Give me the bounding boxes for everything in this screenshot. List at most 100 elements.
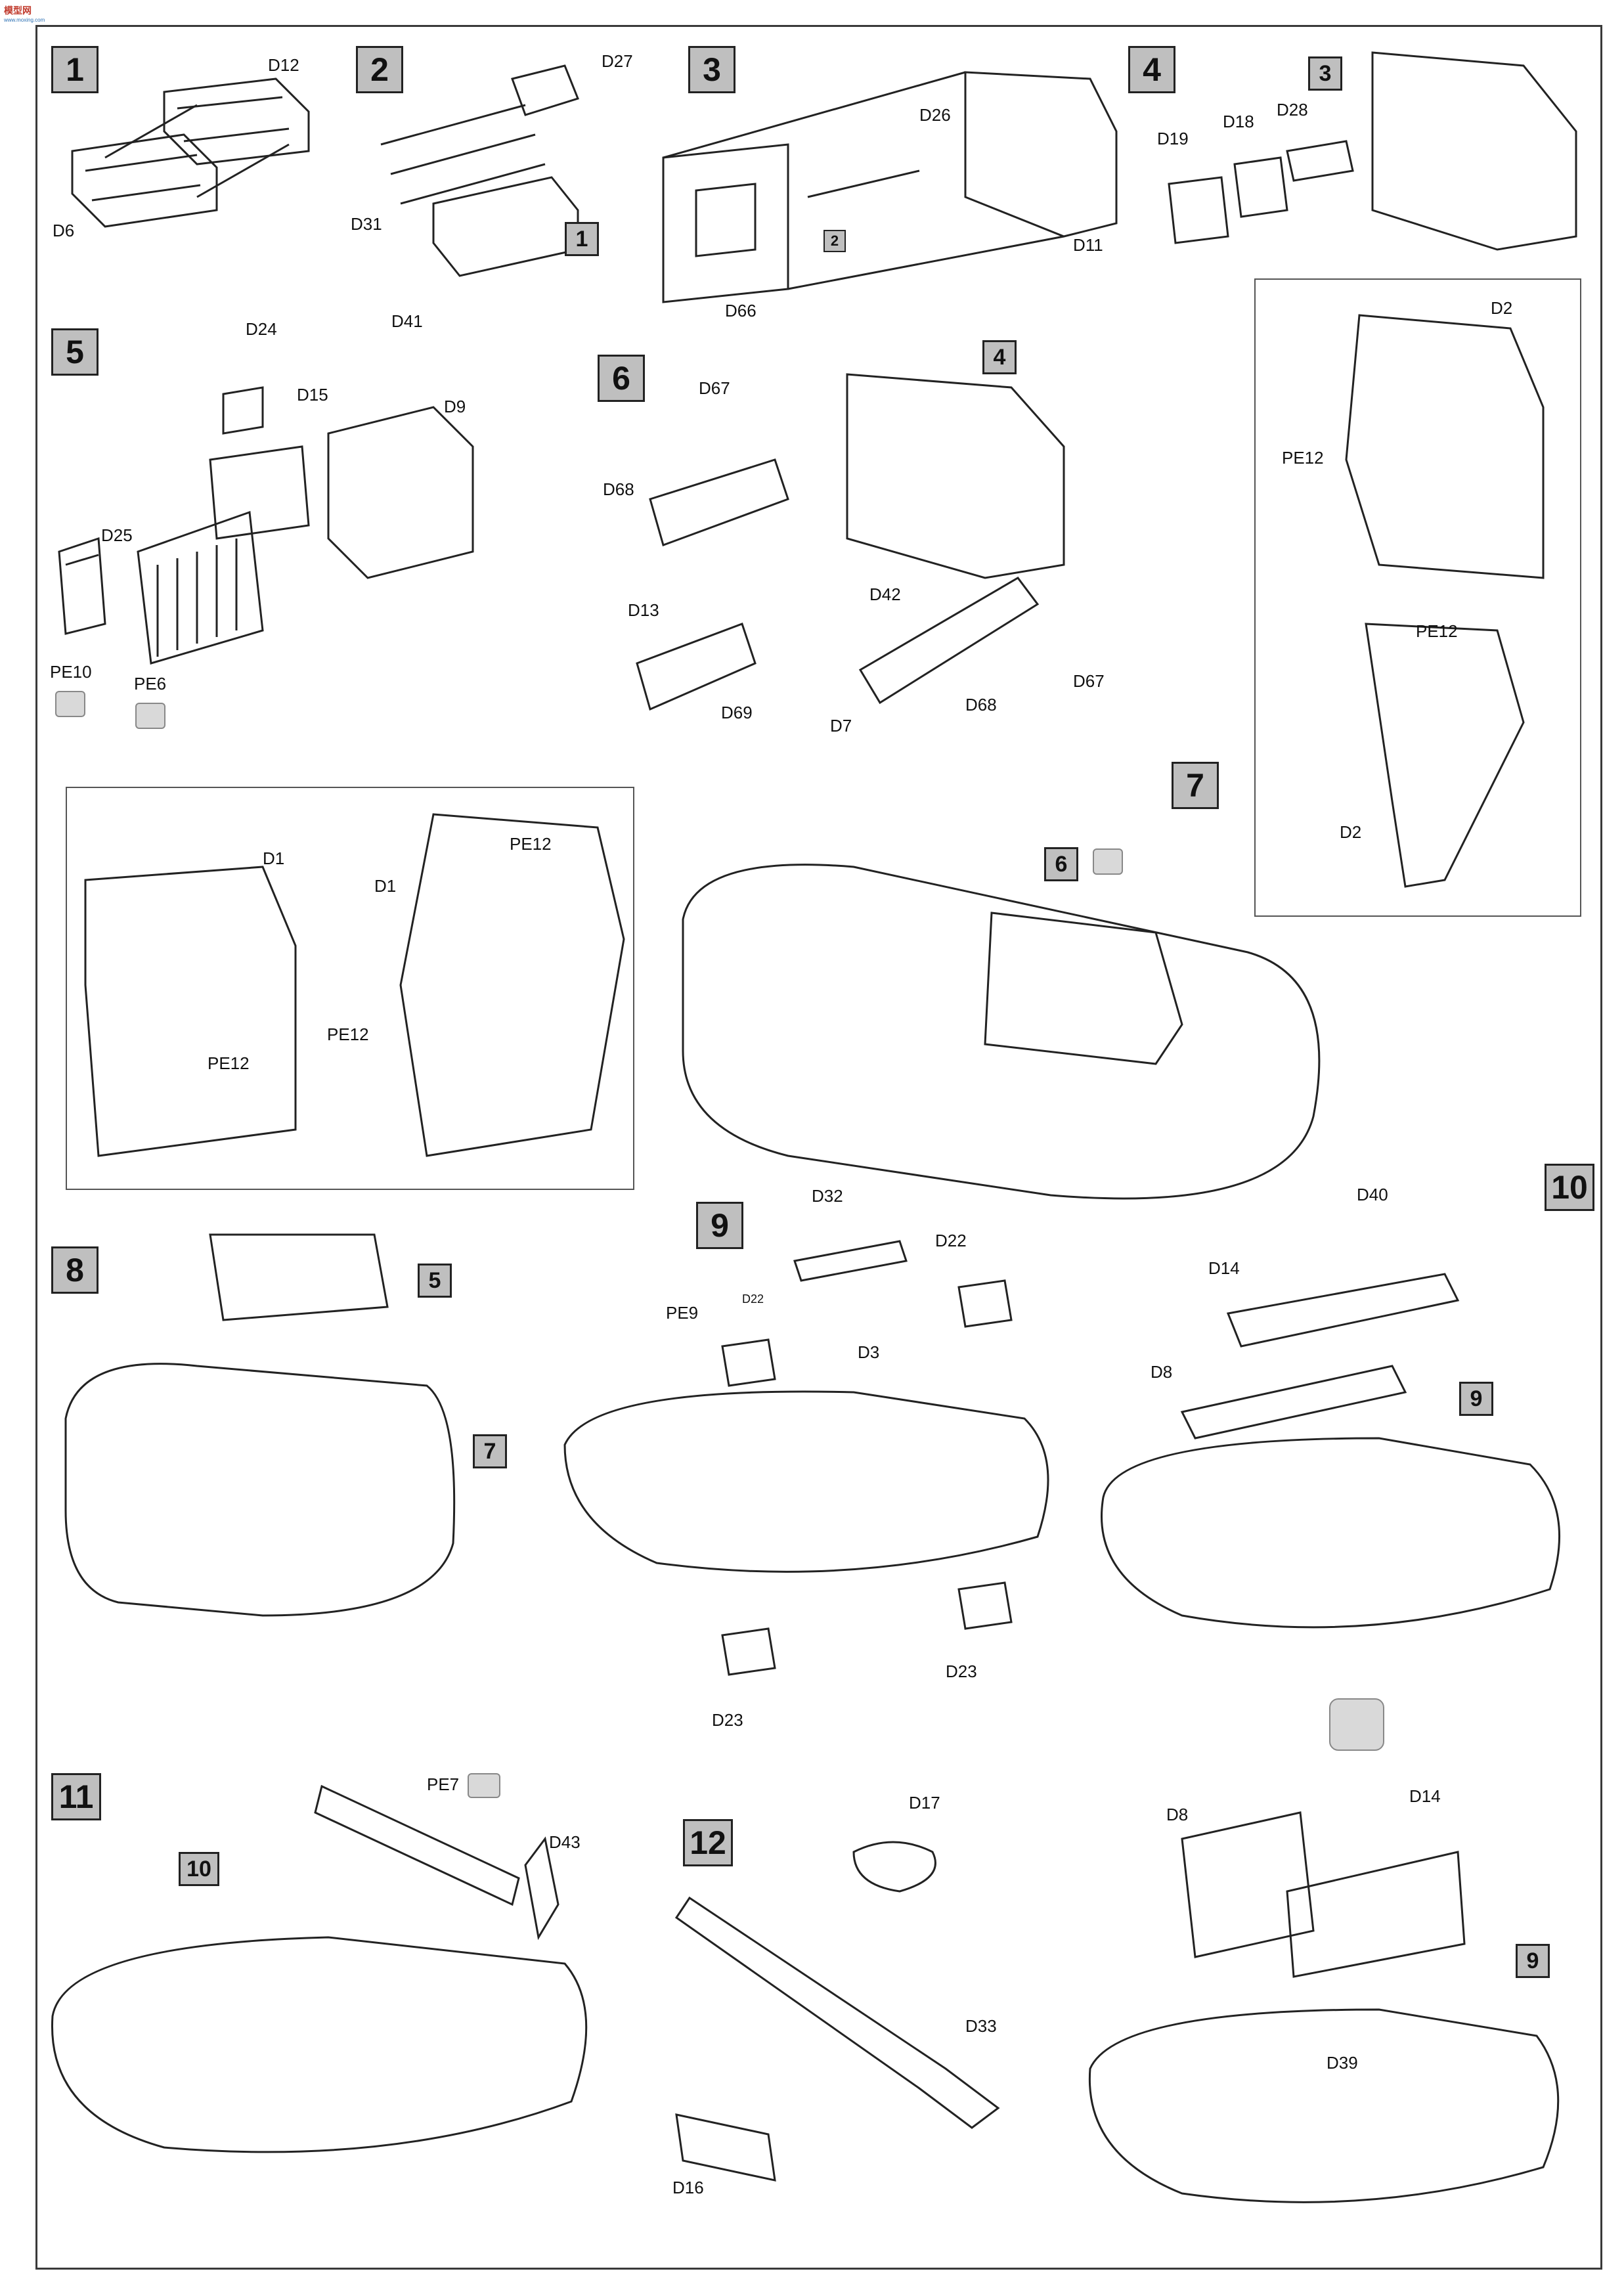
part-d14-alt-drawing <box>1286 1851 1466 1978</box>
part-label-d15: D15 <box>297 385 328 405</box>
part-label-d69: D69 <box>721 703 753 722</box>
part-label-d23: D23 <box>712 1710 743 1730</box>
part-d27-drawing <box>511 64 579 116</box>
part-d8-alt-drawing <box>1181 1811 1315 1958</box>
part-label-pe9: PE9 <box>666 1303 699 1323</box>
part-label-d22-b: D22 <box>742 1292 764 1306</box>
part-label-d17: D17 <box>909 1793 940 1813</box>
photo-etch-icon <box>55 691 85 717</box>
ref-subassembly-6: 6 <box>1044 847 1078 881</box>
part-label-d8-alt: D8 <box>1166 1805 1189 1824</box>
part-d15-drawing <box>209 445 310 540</box>
part-label-d42: D42 <box>869 584 901 604</box>
part-label-d8: D8 <box>1151 1362 1173 1382</box>
part-label-d28: D28 <box>1277 100 1308 120</box>
ref-subassembly-9: 9 <box>1459 1382 1493 1416</box>
step10-floor <box>1101 1437 1560 1629</box>
part-d19-drawing <box>1168 176 1229 244</box>
ref-subassembly-2: 2 <box>823 230 846 252</box>
part-label-d16: D16 <box>672 2178 704 2197</box>
step-2-number: 2 <box>356 46 403 93</box>
step4-housing <box>1371 51 1577 251</box>
step2-subassembly <box>432 176 579 277</box>
part-label-d31: D31 <box>351 214 382 234</box>
part-label-d2-b: D2 <box>1340 822 1362 842</box>
part-d12-drawing <box>163 77 310 165</box>
part-d69-drawing <box>636 623 757 711</box>
part-label-d1-b: D1 <box>374 876 397 896</box>
flip-view-icon <box>1329 1698 1384 1751</box>
part-d18-drawing <box>1233 156 1288 218</box>
part-label-d22: D22 <box>935 1231 967 1250</box>
part-d33-drawing <box>674 1896 1000 2129</box>
step3-assembly-lines <box>663 71 1064 290</box>
part-d1-drawing-left <box>84 866 297 1157</box>
alt-floor <box>1088 2008 1560 2203</box>
part-label-pe7: PE7 <box>427 1774 460 1794</box>
part-label-d24: D24 <box>246 319 277 339</box>
part-label-d19: D19 <box>1157 129 1189 148</box>
part-label-d67: D67 <box>699 378 730 398</box>
part-d6-drawing <box>71 133 218 228</box>
part-pe7-drawing <box>314 1784 520 1906</box>
step11-floor <box>51 1936 588 2153</box>
ref-subassembly-1: 1 <box>565 222 599 256</box>
ref-subassembly-5: 5 <box>418 1264 452 1298</box>
part-label-d66: D66 <box>725 301 757 320</box>
step7-detail-inset-right <box>1254 278 1581 917</box>
part-d16-drawing <box>675 2113 776 2182</box>
part-d7-drawing <box>858 577 1040 705</box>
logo-mark: 模型网 <box>4 5 32 16</box>
part-label-d32: D32 <box>812 1186 843 1206</box>
part-label-d25: D25 <box>101 525 133 545</box>
step8-turret <box>64 1363 456 1617</box>
logo-url: www.moxing.com <box>4 17 45 23</box>
part-label-d68-b: D68 <box>965 695 997 715</box>
part-d3-drawing <box>563 1390 1049 1573</box>
part-d31-drawing <box>380 104 546 205</box>
step6-housing <box>846 373 1065 579</box>
part-d2-drawing-lower <box>1365 623 1525 888</box>
ref-subassembly-7: 7 <box>473 1434 507 1468</box>
step7-turret-ring <box>682 864 1321 1200</box>
part-d2-drawing-upper <box>1345 314 1545 579</box>
part-label-d2: D2 <box>1491 298 1513 318</box>
part-label-d9: D9 <box>444 397 466 416</box>
ref-subassembly-10: 10 <box>179 1852 219 1886</box>
ref-subassembly-3: 3 <box>1308 56 1342 91</box>
part-label-d26: D26 <box>919 105 951 125</box>
part-d1-drawing-right <box>399 813 625 1157</box>
part-label-d12: D12 <box>268 55 299 75</box>
part-label-d68: D68 <box>603 479 634 499</box>
part-d22-drawing-b <box>957 1279 1013 1328</box>
part-label-d1: D1 <box>263 848 285 868</box>
part-label-d39: D39 <box>1327 2053 1358 2073</box>
part-label-d6: D6 <box>53 221 75 240</box>
part-label-d3: D3 <box>858 1342 880 1362</box>
part-label-d11: D11 <box>1073 235 1103 255</box>
step-4-number: 4 <box>1128 46 1175 93</box>
step-9-number: 9 <box>696 1202 743 1249</box>
part-label-pe6: PE6 <box>134 674 167 693</box>
part-label-pe12-e: PE12 <box>327 1024 369 1044</box>
part-label-pe10: PE10 <box>50 662 92 682</box>
part-label-pe12-b: PE12 <box>1416 621 1458 641</box>
part-label-pe12: PE12 <box>1282 448 1324 468</box>
step-3-number: 3 <box>688 46 735 93</box>
part-label-pe12-d: PE12 <box>208 1053 250 1073</box>
part-d66-drawing <box>662 143 789 303</box>
part-d23-drawing-b <box>957 1581 1013 1630</box>
page-frame <box>35 25 1602 2270</box>
part-label-d67-b: D67 <box>1073 671 1105 691</box>
ref-subassembly-4: 4 <box>982 340 1017 374</box>
step8-radio-rack <box>209 1233 389 1321</box>
part-d8-drawing <box>1180 1365 1407 1440</box>
part-d9-drawing <box>327 406 474 579</box>
step-11-number: 11 <box>51 1773 101 1820</box>
part-d13-drawing <box>649 458 789 546</box>
step-6-number: 6 <box>598 355 645 402</box>
part-d11-drawing <box>964 71 1118 238</box>
part-label-d40: D40 <box>1357 1185 1388 1204</box>
